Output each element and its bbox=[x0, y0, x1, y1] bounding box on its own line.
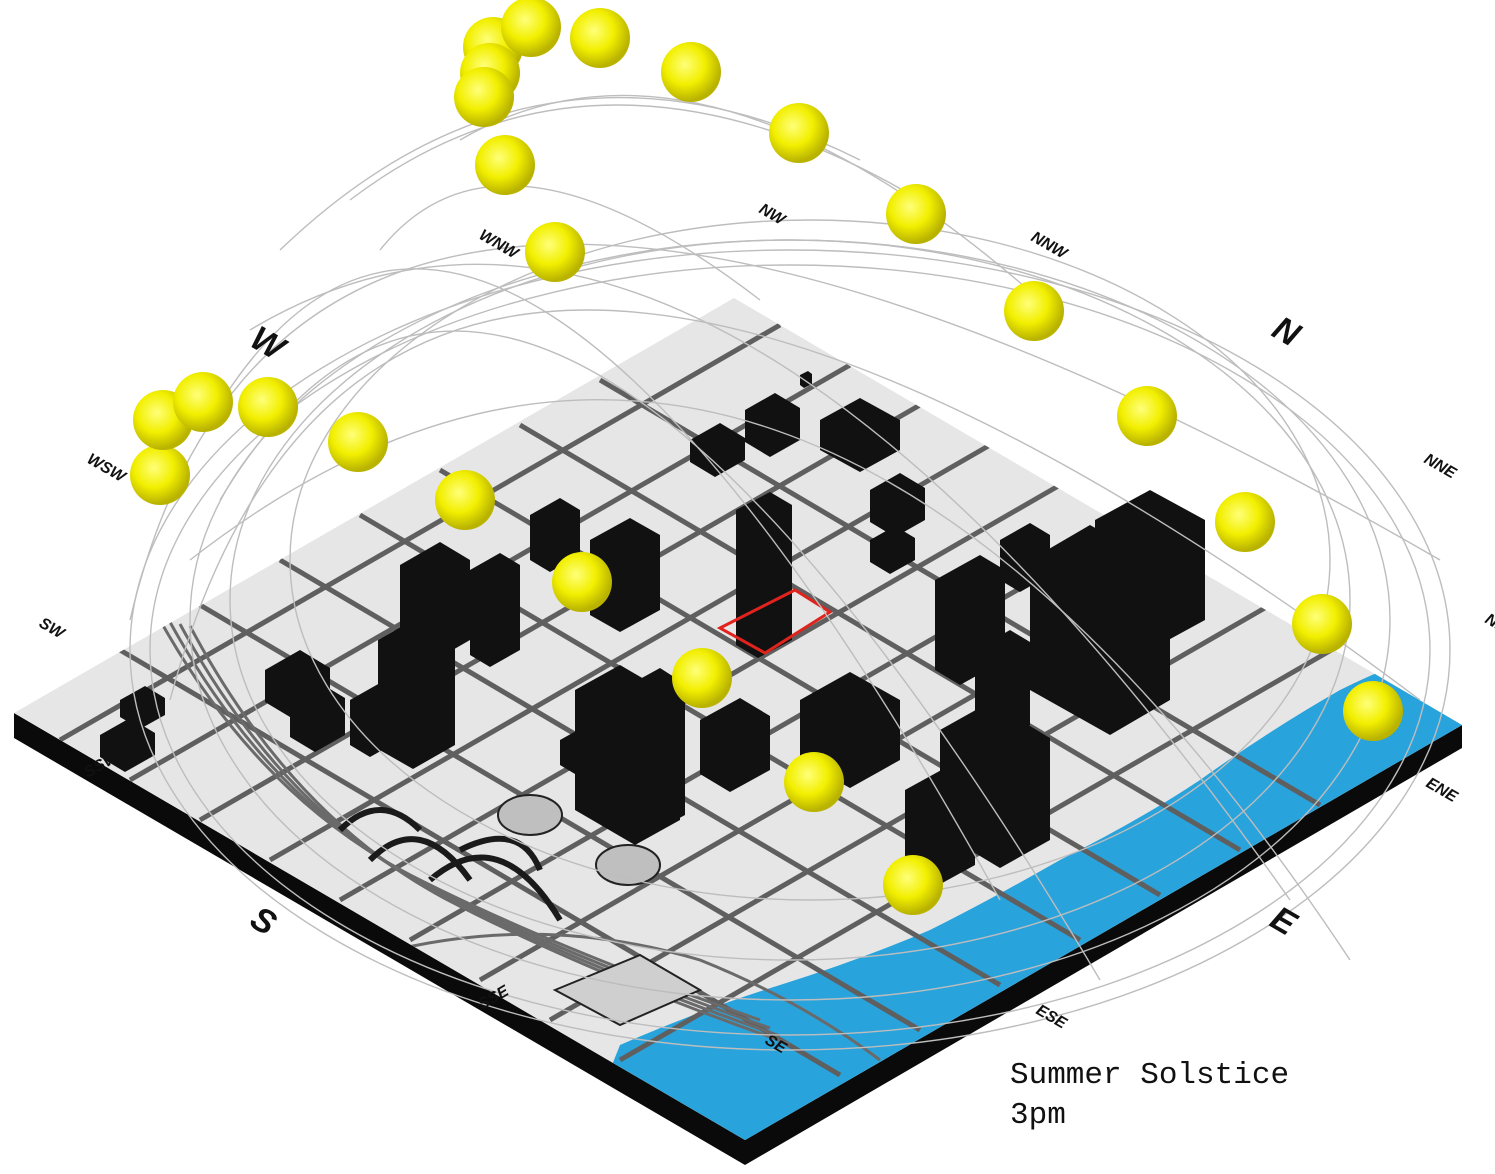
sun-sphere-icon bbox=[435, 470, 495, 530]
sun-sphere-icon bbox=[328, 412, 388, 472]
compass-ese: ESE bbox=[1033, 1002, 1070, 1033]
compass-nw: NW bbox=[756, 201, 789, 230]
sun-sphere-icon bbox=[661, 42, 721, 102]
sun-markers bbox=[130, 0, 1403, 915]
compass-sw: SW bbox=[36, 615, 68, 644]
sun-sphere-icon bbox=[769, 103, 829, 163]
caption-title: Summer Solstice bbox=[1010, 1058, 1290, 1093]
sun-sphere-icon bbox=[1343, 681, 1403, 741]
compass-s: S bbox=[244, 899, 283, 943]
compass-ene: ENE bbox=[1423, 775, 1461, 807]
slab-right-edge bbox=[745, 725, 1462, 1165]
sun-sphere-icon bbox=[454, 67, 514, 127]
compass-ne: NE bbox=[1482, 611, 1495, 637]
compass-nne: NNE bbox=[1421, 451, 1460, 483]
sun-sphere-icon bbox=[525, 222, 585, 282]
compass-wsw: WSW bbox=[84, 451, 130, 487]
sun-sphere-icon bbox=[1004, 281, 1064, 341]
stadium bbox=[497, 794, 703, 1027]
sun-sphere-icon bbox=[672, 648, 732, 708]
sun-sphere-icon bbox=[130, 445, 190, 505]
sun-sphere-icon bbox=[552, 552, 612, 612]
sun-sphere-icon bbox=[784, 752, 844, 812]
bridge-arches bbox=[337, 807, 563, 922]
sun-sphere-icon bbox=[238, 377, 298, 437]
site-boundary-icon bbox=[716, 588, 833, 655]
sun-sphere-icon bbox=[1117, 386, 1177, 446]
building-masses bbox=[100, 371, 1205, 887]
diagram-caption: Summer Solstice 3pm bbox=[1010, 1056, 1289, 1136]
compass-w: W bbox=[244, 319, 293, 369]
sun-sphere-icon bbox=[1292, 594, 1352, 654]
sun-sphere-icon bbox=[501, 0, 561, 57]
sun-sphere-icon bbox=[886, 184, 946, 244]
sun-sphere-icon bbox=[1215, 492, 1275, 552]
compass-n: N bbox=[1266, 309, 1308, 355]
sun-sphere-icon bbox=[173, 372, 233, 432]
sun-sphere-icon bbox=[883, 855, 943, 915]
caption-time: 3pm bbox=[1010, 1098, 1066, 1133]
compass-wnw: WNW bbox=[476, 227, 522, 264]
sun-sphere-icon bbox=[570, 8, 630, 68]
sun-sphere-icon bbox=[475, 135, 535, 195]
